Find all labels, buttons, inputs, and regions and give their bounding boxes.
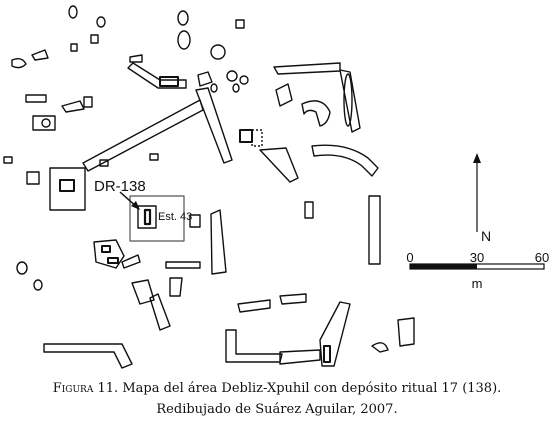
mound xyxy=(99,159,109,167)
mound xyxy=(32,115,56,131)
callout-label: DR-138 xyxy=(94,178,146,195)
mound xyxy=(129,54,143,63)
wall xyxy=(237,299,271,313)
wall xyxy=(319,301,351,367)
mound xyxy=(235,19,245,29)
building xyxy=(323,345,331,363)
mound xyxy=(68,5,78,19)
structure-est43 xyxy=(143,208,152,226)
mound xyxy=(41,118,51,128)
causeway xyxy=(43,343,133,369)
mound xyxy=(197,71,213,87)
mound xyxy=(33,279,43,291)
mound xyxy=(169,277,183,297)
mound xyxy=(31,49,49,61)
figure-word: Figura xyxy=(52,381,94,396)
mound xyxy=(131,279,155,305)
structure-est43 xyxy=(137,205,157,229)
callout-arrow xyxy=(119,191,140,210)
wall xyxy=(279,349,321,365)
wall xyxy=(259,147,299,183)
building xyxy=(239,129,253,143)
scale-tick-0: 0 xyxy=(406,250,413,265)
mound xyxy=(343,73,353,127)
mound xyxy=(371,342,389,353)
structure-label: Est. 43 xyxy=(158,211,192,223)
mound xyxy=(210,83,218,93)
wall xyxy=(225,329,283,363)
structure-outlines xyxy=(3,5,415,369)
mound xyxy=(189,214,201,228)
wall xyxy=(195,87,233,164)
mound xyxy=(226,70,238,82)
mound xyxy=(177,30,191,50)
building xyxy=(107,257,119,264)
figure-number: 11. xyxy=(97,381,119,396)
scale-unit: m xyxy=(472,276,483,291)
mound xyxy=(16,261,28,275)
wall xyxy=(339,69,361,133)
building xyxy=(93,239,125,269)
mound xyxy=(304,201,314,219)
mound xyxy=(149,293,171,331)
mound xyxy=(149,153,159,161)
mound xyxy=(275,83,293,107)
mound xyxy=(165,261,201,269)
mound xyxy=(232,83,240,93)
mound xyxy=(83,96,93,108)
mound xyxy=(397,317,415,347)
mound xyxy=(70,43,78,52)
building xyxy=(159,76,179,87)
building xyxy=(301,100,331,127)
mound xyxy=(210,44,226,60)
scale-tick-30: 30 xyxy=(470,250,484,265)
mound xyxy=(239,75,249,85)
causeway xyxy=(311,144,379,177)
mound xyxy=(90,34,99,44)
mound xyxy=(11,57,27,69)
building xyxy=(101,245,111,253)
figure-caption-line1: Figura 11. Mapa del área Debliz-Xpuhil c… xyxy=(0,381,554,396)
mound xyxy=(26,171,40,185)
wall xyxy=(368,195,381,265)
figure-caption-line2: Redibujado de Suárez Aguilar, 2007. xyxy=(156,402,398,417)
wall xyxy=(273,62,341,75)
wall xyxy=(279,293,307,305)
building xyxy=(251,129,263,147)
mound xyxy=(96,16,106,28)
mound xyxy=(61,100,85,113)
scale-tick-60: 60 xyxy=(535,250,549,265)
mound xyxy=(25,94,47,103)
north-label: N xyxy=(481,228,491,244)
caption-text: Mapa del área Debliz-Xpuhil con depósito… xyxy=(122,381,502,396)
mound xyxy=(3,156,13,164)
plaza xyxy=(49,167,86,211)
wall xyxy=(210,209,227,275)
building xyxy=(59,179,75,192)
callout-box xyxy=(129,195,185,242)
mound xyxy=(121,254,141,269)
scale-bar xyxy=(409,263,545,270)
mound xyxy=(177,10,189,26)
north-arrow xyxy=(473,153,481,232)
